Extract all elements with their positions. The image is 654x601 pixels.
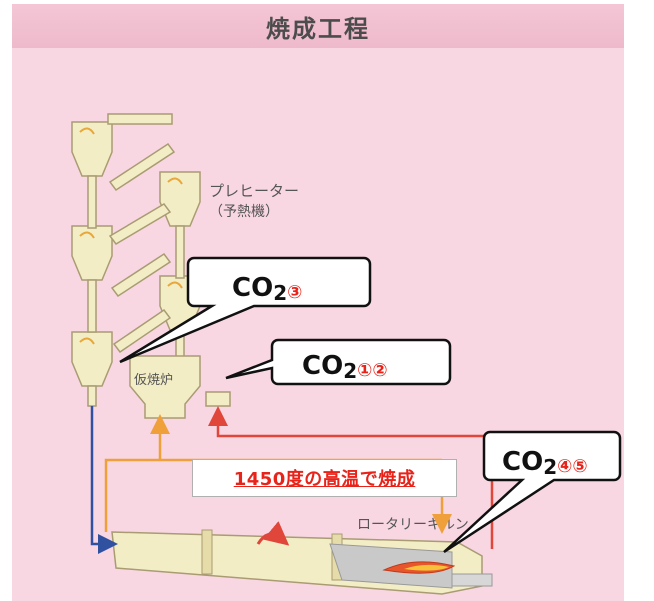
callout-3-marks: ③ bbox=[287, 282, 302, 303]
preheater-sublabel: （予熱機） bbox=[209, 204, 279, 220]
callout-3-sub: 2 bbox=[273, 281, 287, 305]
calciner-label: 仮焼炉 bbox=[134, 373, 173, 388]
svg-text:CO2③: CO2③ bbox=[232, 273, 302, 305]
cement-kiln-diagram: プレヒーター （予熱機） 仮焼炉 ロータリーキルン bbox=[71, 113, 622, 595]
callout-3-base: CO bbox=[232, 273, 273, 303]
callout-12-marks: ①② bbox=[357, 360, 387, 381]
rotation-arrow bbox=[256, 521, 290, 546]
cold-material-arrow bbox=[90, 406, 118, 554]
pipe-right bbox=[175, 225, 185, 279]
callout-12-base: CO bbox=[302, 351, 343, 381]
cyclone-swirls bbox=[79, 127, 183, 345]
calciner bbox=[129, 355, 201, 419]
pipe-left bbox=[87, 175, 97, 229]
callout-co2-12: CO2①② bbox=[225, 338, 452, 386]
header-bar: 焼成工程 bbox=[12, 4, 624, 48]
callout-45-base: CO bbox=[502, 447, 543, 477]
pipe-left-2 bbox=[87, 279, 97, 333]
duct-diag-4 bbox=[112, 308, 172, 354]
kiln-label: ロータリーキルン bbox=[357, 517, 469, 533]
duct-diag-2 bbox=[108, 203, 172, 245]
temperature-caption: 1450度の高温で焼成 bbox=[192, 459, 457, 497]
kiln-ring-1 bbox=[201, 529, 213, 575]
calciner-burner bbox=[205, 391, 231, 407]
hot-gas-arrow bbox=[208, 406, 494, 549]
svg-text:CO2④⑤: CO2④⑤ bbox=[502, 447, 588, 479]
kiln-hood bbox=[329, 543, 453, 589]
cyclone-left-3 bbox=[71, 331, 113, 387]
top-duct bbox=[107, 113, 173, 125]
svg-text:CO2①②: CO2①② bbox=[302, 351, 388, 383]
temperature-caption-text: 1450度の高温で焼成 bbox=[233, 469, 416, 490]
callout-45-sub: 2 bbox=[543, 455, 557, 479]
duct-diag-3 bbox=[110, 252, 172, 298]
callout-45-marks: ④⑤ bbox=[557, 456, 587, 477]
page-title: 焼成工程 bbox=[266, 14, 370, 43]
preheater-label: プレヒーター bbox=[209, 182, 299, 200]
duct-diag-1 bbox=[108, 142, 176, 192]
cyclone-left-2 bbox=[71, 225, 113, 281]
callout-12-sub: 2 bbox=[343, 359, 357, 383]
callout-co2-3: CO2③ bbox=[119, 256, 372, 364]
outlet-pipe bbox=[87, 385, 97, 407]
rotary-kiln bbox=[111, 521, 493, 595]
kiln-outlet bbox=[451, 573, 493, 587]
diagram-panel: 焼成工程 bbox=[12, 4, 624, 601]
callout-co2-45: CO2④⑤ bbox=[443, 430, 622, 554]
kiln-flame-core bbox=[404, 564, 449, 571]
